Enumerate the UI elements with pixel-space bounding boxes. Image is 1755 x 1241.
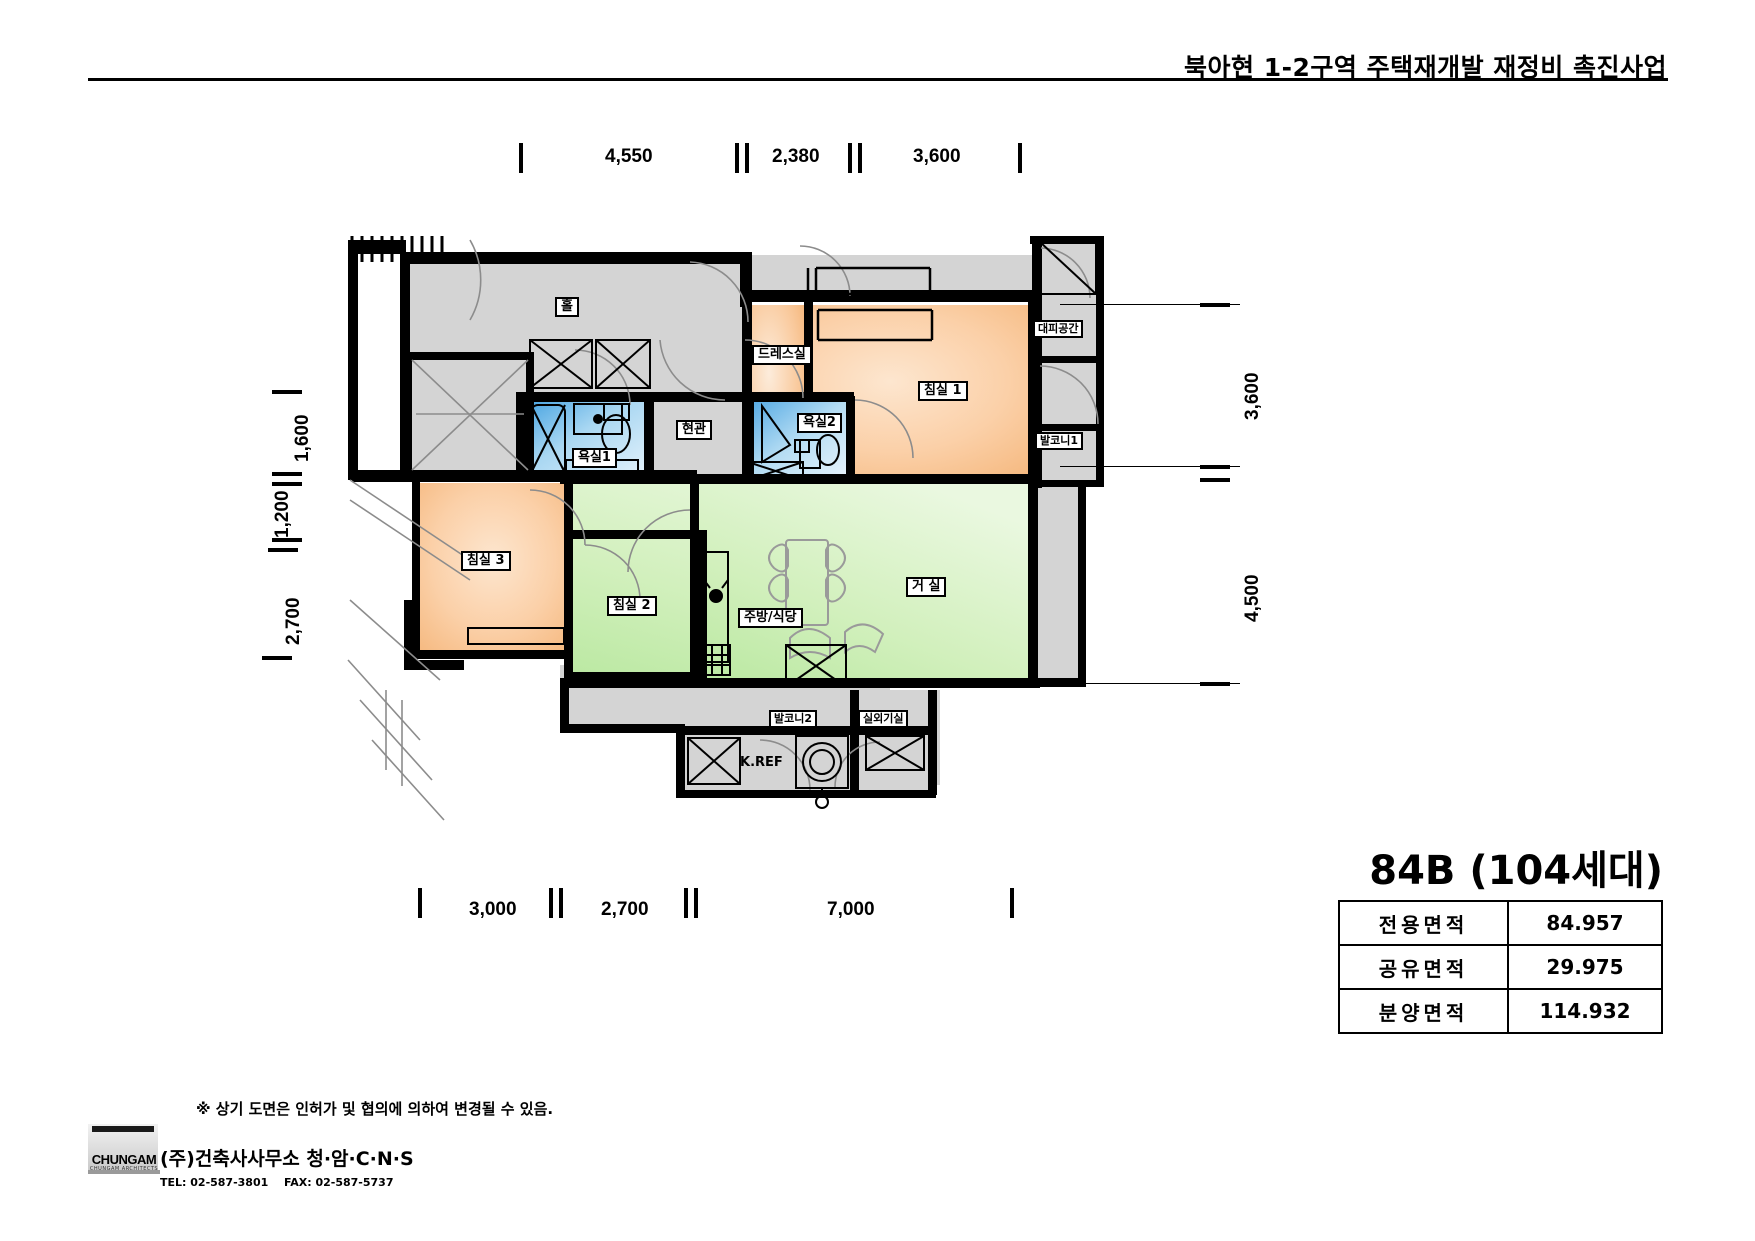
dim-tick-left-2b [272, 482, 302, 486]
room-label-balcony1: 발코니1 [1035, 432, 1084, 450]
wardrobe-symbols [467, 241, 1097, 785]
table-row: 분양면적 114.932 [1338, 988, 1663, 1034]
washer-symbol [795, 735, 849, 809]
dim-top-1: 4,550 [605, 146, 653, 167]
dim-ext-right-2 [1060, 466, 1240, 467]
area-label-supply: 분양면적 [1338, 988, 1509, 1034]
dim-tick-top-3b [858, 143, 862, 173]
dim-tick-left-3 [272, 538, 302, 542]
logo-shadow-bar [88, 1170, 160, 1174]
dim-tick-bottom-4 [1010, 888, 1014, 918]
bath2-fixtures [761, 402, 840, 469]
dim-top-3: 3,600 [913, 146, 961, 167]
room-label-refuge: 대피공간 [1033, 320, 1084, 338]
disclaimer-note: ※ 상기 도면은 인허가 및 협의에 의하여 변경될 수 있음. [196, 1100, 554, 1118]
dim-tick-top-2b [745, 143, 749, 173]
dim-tick-bottom-3b [694, 888, 698, 918]
kitchen-fixtures [703, 551, 731, 676]
dining-set [768, 539, 846, 626]
room-label-bedroom2: 침실 2 [607, 596, 657, 616]
company-logo [88, 1124, 158, 1172]
area-value-common: 29.975 [1507, 944, 1663, 990]
room-label-balcony2: 발코니2 [769, 710, 818, 728]
room-label-kref: K.REF [740, 755, 783, 770]
dim-tick-left-1 [272, 390, 302, 394]
room-label-living: 거 실 [906, 577, 947, 597]
dim-left-1: 1,600 [292, 414, 313, 462]
room-label-kitchen: 주방/식당 [738, 608, 803, 628]
dim-tick-bottom-2b [559, 888, 563, 918]
dim-bottom-2: 2,700 [601, 899, 649, 920]
area-label-common: 공유면적 [1338, 944, 1509, 990]
dim-tick-bottom-3 [684, 888, 688, 918]
dim-ext-right-1 [1060, 304, 1240, 305]
table-row: 전용면적 84.957 [1338, 900, 1663, 946]
dim-tick-left-4 [262, 656, 292, 660]
window-symbols [806, 266, 934, 342]
room-label-bath1: 욕실1 [572, 448, 617, 468]
unit-type-title: 84B (104세대) [1369, 848, 1663, 894]
dim-tick-left-3b [268, 548, 298, 552]
dim-tick-right-2 [1200, 465, 1230, 469]
dim-right-1: 3,600 [1242, 372, 1263, 420]
dim-left-2: 1,200 [272, 490, 293, 538]
company-fax: FAX: 02-587-5737 [284, 1176, 394, 1189]
dim-ext-right-3 [1060, 683, 1240, 684]
logo-bar-icon [92, 1126, 154, 1132]
room-label-bedroom3: 침실 3 [461, 551, 511, 571]
room-label-bath2: 욕실2 [797, 413, 842, 433]
dim-bottom-3: 7,000 [827, 899, 875, 920]
area-label-exclusive: 전용면적 [1338, 900, 1509, 946]
dim-bottom-1: 3,000 [469, 899, 517, 920]
room-label-bedroom1: 침실 1 [918, 381, 968, 401]
dim-tick-bottom-2 [549, 888, 553, 918]
dim-right-2: 4,500 [1242, 574, 1263, 622]
fill-living2 [693, 480, 1035, 685]
dim-top-2: 2,380 [772, 146, 820, 167]
dim-tick-left-2 [272, 472, 302, 476]
dim-tick-right-3 [1200, 682, 1230, 686]
logo-wordmark: CHUNGAM [91, 1152, 157, 1167]
company-tel: TEL: 02-587-3801 [160, 1176, 269, 1189]
dim-tick-right-2b [1200, 478, 1230, 482]
dim-tick-top-1 [519, 143, 523, 173]
room-label-hall: 홀 [555, 297, 579, 317]
room-label-dress: 드레스실 [752, 345, 812, 365]
furniture-lines [347, 239, 1099, 821]
room-label-outdoor-unit: 실외기실 [858, 710, 909, 728]
dim-tick-top-4 [1018, 143, 1022, 173]
area-table: 전용면적 84.957 공유면적 29.975 분양면적 114.932 [1338, 900, 1663, 1034]
dim-tick-top-3 [848, 143, 852, 173]
dim-tick-right-1 [1200, 303, 1230, 307]
dim-tick-bottom-1 [418, 888, 422, 918]
dim-tick-top-2 [735, 143, 739, 173]
area-value-exclusive: 84.957 [1507, 900, 1663, 946]
company-name: (주)건축사사무소 청·암·C·N·S [160, 1148, 414, 1170]
table-row: 공유면적 29.975 [1338, 944, 1663, 990]
logo-subtext: CHUNGAM ARCHITECTS [89, 1166, 159, 1172]
page-title: 북아현 1-2구역 주택재개발 재정비 촉진사업 [1184, 53, 1667, 82]
dim-left-3: 2,700 [283, 597, 304, 645]
header-divider [88, 78, 1668, 81]
area-value-supply: 114.932 [1507, 988, 1663, 1034]
room-label-entrance: 현관 [676, 420, 712, 440]
